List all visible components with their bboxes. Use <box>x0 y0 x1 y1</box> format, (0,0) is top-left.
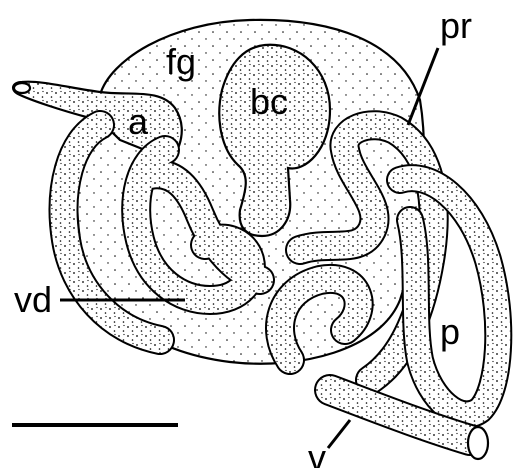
label-fg: fg <box>166 44 196 80</box>
leader-line-v <box>328 420 350 448</box>
label-a: a <box>128 104 148 140</box>
label-bc: bc <box>250 84 288 120</box>
label-v: v <box>308 440 326 468</box>
ampulla-tip <box>14 83 30 93</box>
genital-opening <box>468 427 488 459</box>
label-pr: pr <box>440 8 472 44</box>
label-vd: vd <box>14 282 52 318</box>
label-p: p <box>440 314 460 350</box>
